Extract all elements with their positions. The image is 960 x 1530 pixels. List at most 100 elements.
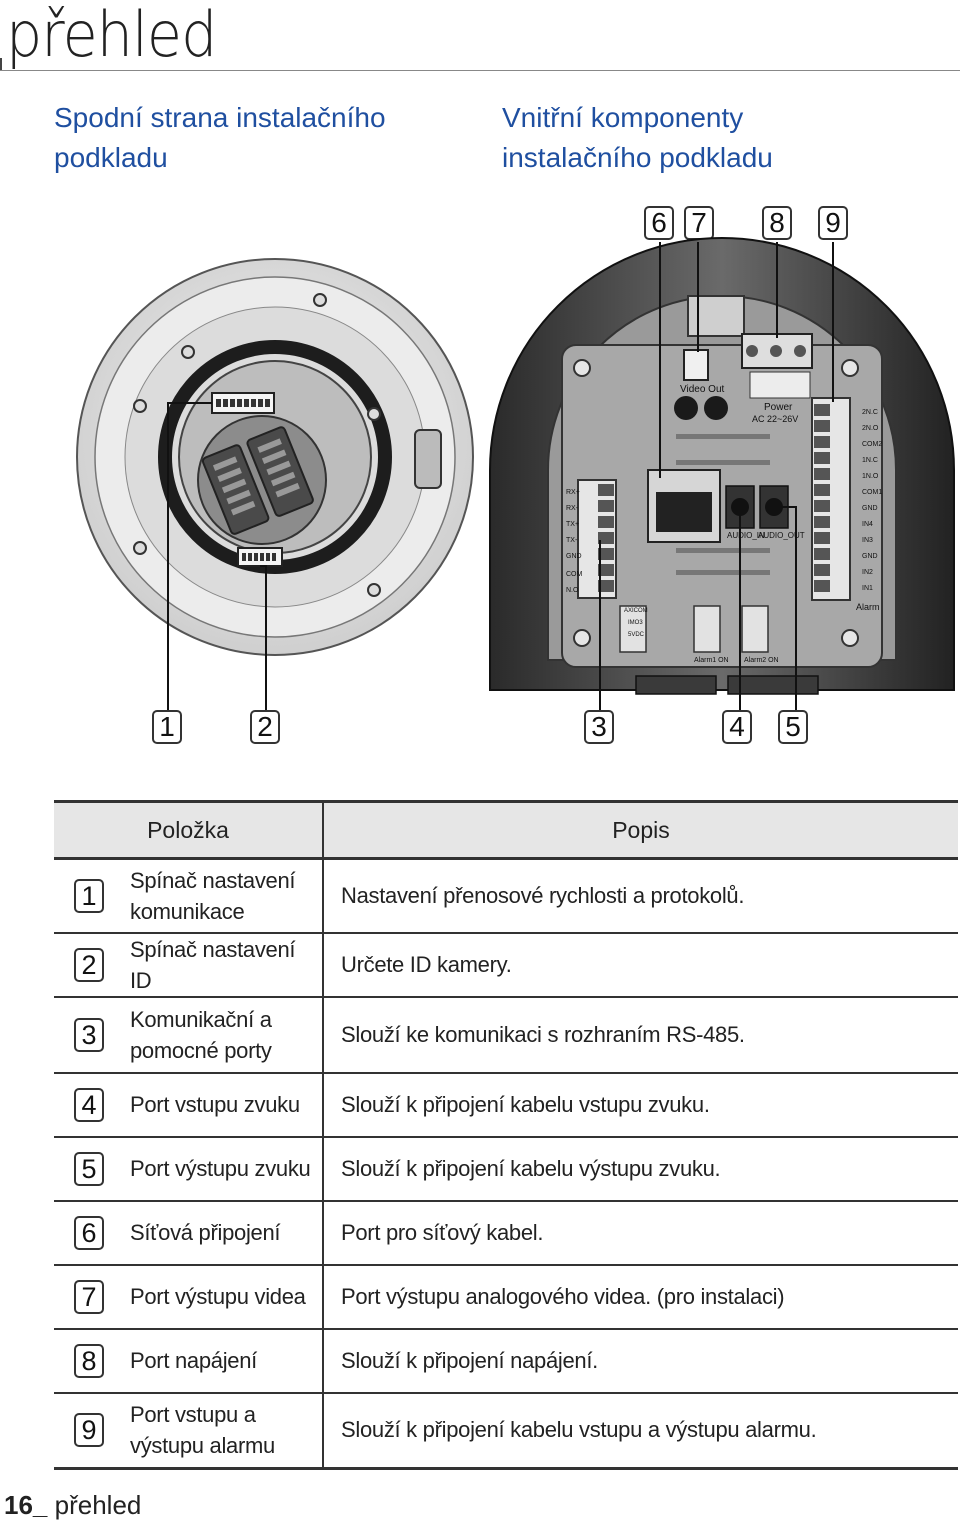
chapter-rule — [0, 70, 960, 71]
header-item: Položka — [54, 800, 324, 860]
row-desc: Slouží k připojení napájení. — [341, 1347, 598, 1373]
pin-tx-minus: TX- — [566, 537, 578, 544]
callout-2: 2 — [250, 710, 280, 744]
callout-3: 3 — [584, 710, 614, 744]
pin-1nc: 1N.C — [862, 457, 878, 464]
row-desc: Slouží k připojení kabelu výstupu zvuku. — [341, 1155, 721, 1181]
caption-right-line-1: Vnitřní komponenty — [502, 102, 744, 133]
pin-com2: COM2 — [862, 441, 882, 448]
caption-left-line-2: podkladu — [54, 142, 168, 173]
callout-6: 6 — [644, 206, 674, 240]
row-item: Síťová připojení — [130, 1217, 281, 1248]
table-header-row: Položka Popis — [54, 800, 958, 860]
row-item: Port napájení — [130, 1345, 257, 1376]
page-footer: 16_ přehled — [4, 1490, 141, 1521]
callout-8: 8 — [762, 206, 792, 240]
table-row: 9 Port vstupu a výstupu alarmu Slouží k … — [54, 1392, 958, 1470]
label-audio-in: AUDIO_IN — [727, 531, 765, 540]
row-item-line: Port napájení — [130, 1348, 257, 1373]
table-row: 2 Spínač nastavení ID Určete ID kamery. — [54, 932, 958, 998]
pin-in1: IN1 — [862, 585, 873, 592]
row-item: Port vstupu zvuku — [130, 1089, 300, 1120]
label-audio-out: AUDIO_OUT — [758, 531, 805, 540]
row-item-line: Spínač nastavení — [130, 867, 296, 893]
label-power: Power — [764, 402, 793, 413]
internal-view-illustration: Video Out Power AC 22~26V AUDIO_IN AUDIO… — [489, 237, 955, 710]
callout-4: 4 — [722, 710, 752, 744]
row-number: 6 — [74, 1215, 104, 1250]
row-item-line: Port vstupu zvuku — [130, 1092, 300, 1117]
chapter-title: přehled — [6, 0, 217, 71]
label-video-out: Video Out — [680, 384, 725, 395]
caption-internal-components: Vnitřní komponenty instalačního podkladu — [502, 98, 922, 178]
label-alarm2-on: Alarm2 ON — [744, 657, 779, 664]
pin-tx-plus: TX+ — [566, 521, 579, 528]
caption-right-line-2: instalačního podkladu — [502, 142, 773, 173]
table-row: 6 Síťová připojení Port pro síťový kabel… — [54, 1200, 958, 1266]
row-item-line: výstupu alarmu — [130, 1433, 275, 1459]
row-number: 8 — [74, 1343, 104, 1378]
caption-bottom-side: Spodní strana instalačního podkladu — [54, 98, 474, 178]
row-number: 3 — [74, 1017, 104, 1052]
row-item-line: Komunikační a — [130, 1006, 272, 1032]
row-item: Port výstupu zvuku — [130, 1153, 311, 1184]
row-item-line: Port vstupu a — [130, 1402, 256, 1428]
table-row: 4 Port vstupu zvuku Slouží k připojení k… — [54, 1072, 958, 1138]
chip-label-3: 5VDC — [628, 632, 645, 638]
header-desc: Popis — [323, 800, 958, 860]
installation-base-figure: Video Out Power AC 22~26V AUDIO_IN AUDIO… — [76, 237, 955, 710]
caption-left-line-1: Spodní strana instalačního — [54, 102, 386, 133]
pin-rx-plus: RX+ — [566, 489, 580, 496]
pin-2no: 2N.O — [862, 425, 879, 432]
pin-1no: 1N.O — [862, 473, 879, 480]
row-desc: Port výstupu analogového videa. (pro ins… — [341, 1283, 785, 1309]
row-desc: Slouží k připojení kabelu vstupu a výstu… — [341, 1417, 817, 1443]
page-number: 16_ — [4, 1490, 48, 1520]
callout-9: 9 — [818, 206, 848, 240]
callout-1: 1 — [152, 710, 182, 744]
row-item-line: Síťová připojení — [130, 1220, 281, 1245]
pin-gnd-1: GND — [862, 505, 878, 512]
chapter-tick — [0, 58, 8, 70]
table-row: 7 Port výstupu videa Port výstupu analog… — [54, 1264, 958, 1330]
label-power-spec: AC 22~26V — [752, 414, 798, 424]
pin-com1: COM1 — [862, 489, 882, 496]
label-alarm: Alarm — [856, 602, 880, 612]
pin-in2: IN2 — [862, 569, 873, 576]
row-item-line: pomocné porty — [130, 1037, 272, 1063]
pin-gnd-2: GND — [862, 553, 878, 560]
pin-rx-minus: RX- — [566, 505, 579, 512]
row-desc: Určete ID kamery. — [341, 951, 512, 977]
pin-no: N.O — [566, 587, 579, 594]
row-desc: Slouží ke komunikaci s rozhraním RS-485. — [341, 1021, 745, 1047]
row-item: Spínač nastavení komunikace — [130, 865, 296, 927]
row-item: Komunikační a pomocné porty — [130, 1004, 272, 1066]
row-number: 7 — [74, 1279, 104, 1314]
pin-gnd: GND — [566, 553, 582, 560]
table-row: 3 Komunikační a pomocné porty Slouží ke … — [54, 996, 958, 1074]
row-desc: Slouží k připojení kabelu vstupu zvuku. — [341, 1091, 710, 1117]
table-row: 5 Port výstupu zvuku Slouží k připojení … — [54, 1136, 958, 1202]
row-item: Spínač nastavení ID — [130, 934, 322, 996]
row-item-line: Spínač nastavení ID — [130, 936, 296, 993]
row-item: Port vstupu a výstupu alarmu — [130, 1399, 275, 1461]
row-desc: Port pro síťový kabel. — [341, 1219, 544, 1245]
pin-in4: IN4 — [862, 521, 873, 528]
bottom-view-illustration — [76, 258, 474, 710]
row-item: Port výstupu videa — [130, 1281, 306, 1312]
row-number: 2 — [74, 947, 104, 982]
label-alarm1-on: Alarm1 ON — [694, 657, 729, 664]
row-desc: Nastavení přenosové rychlosti a protokol… — [341, 882, 745, 908]
pin-in3: IN3 — [862, 537, 873, 544]
row-number: 4 — [74, 1087, 104, 1122]
parts-table: Položka Popis 1 Spínač nastavení komunik… — [54, 800, 958, 1470]
chip-label-2: IMO3 — [628, 620, 643, 626]
footer-section: přehled — [54, 1490, 142, 1520]
row-item-line: Port výstupu videa — [130, 1284, 306, 1309]
row-item-line: Port výstupu zvuku — [130, 1156, 311, 1181]
callout-5: 5 — [778, 710, 808, 744]
row-number: 5 — [74, 1151, 104, 1186]
chip-label-1: AXICOM — [624, 608, 648, 614]
pin-com: COM — [566, 571, 583, 578]
table-row: 8 Port napájení Slouží k připojení napáj… — [54, 1328, 958, 1394]
